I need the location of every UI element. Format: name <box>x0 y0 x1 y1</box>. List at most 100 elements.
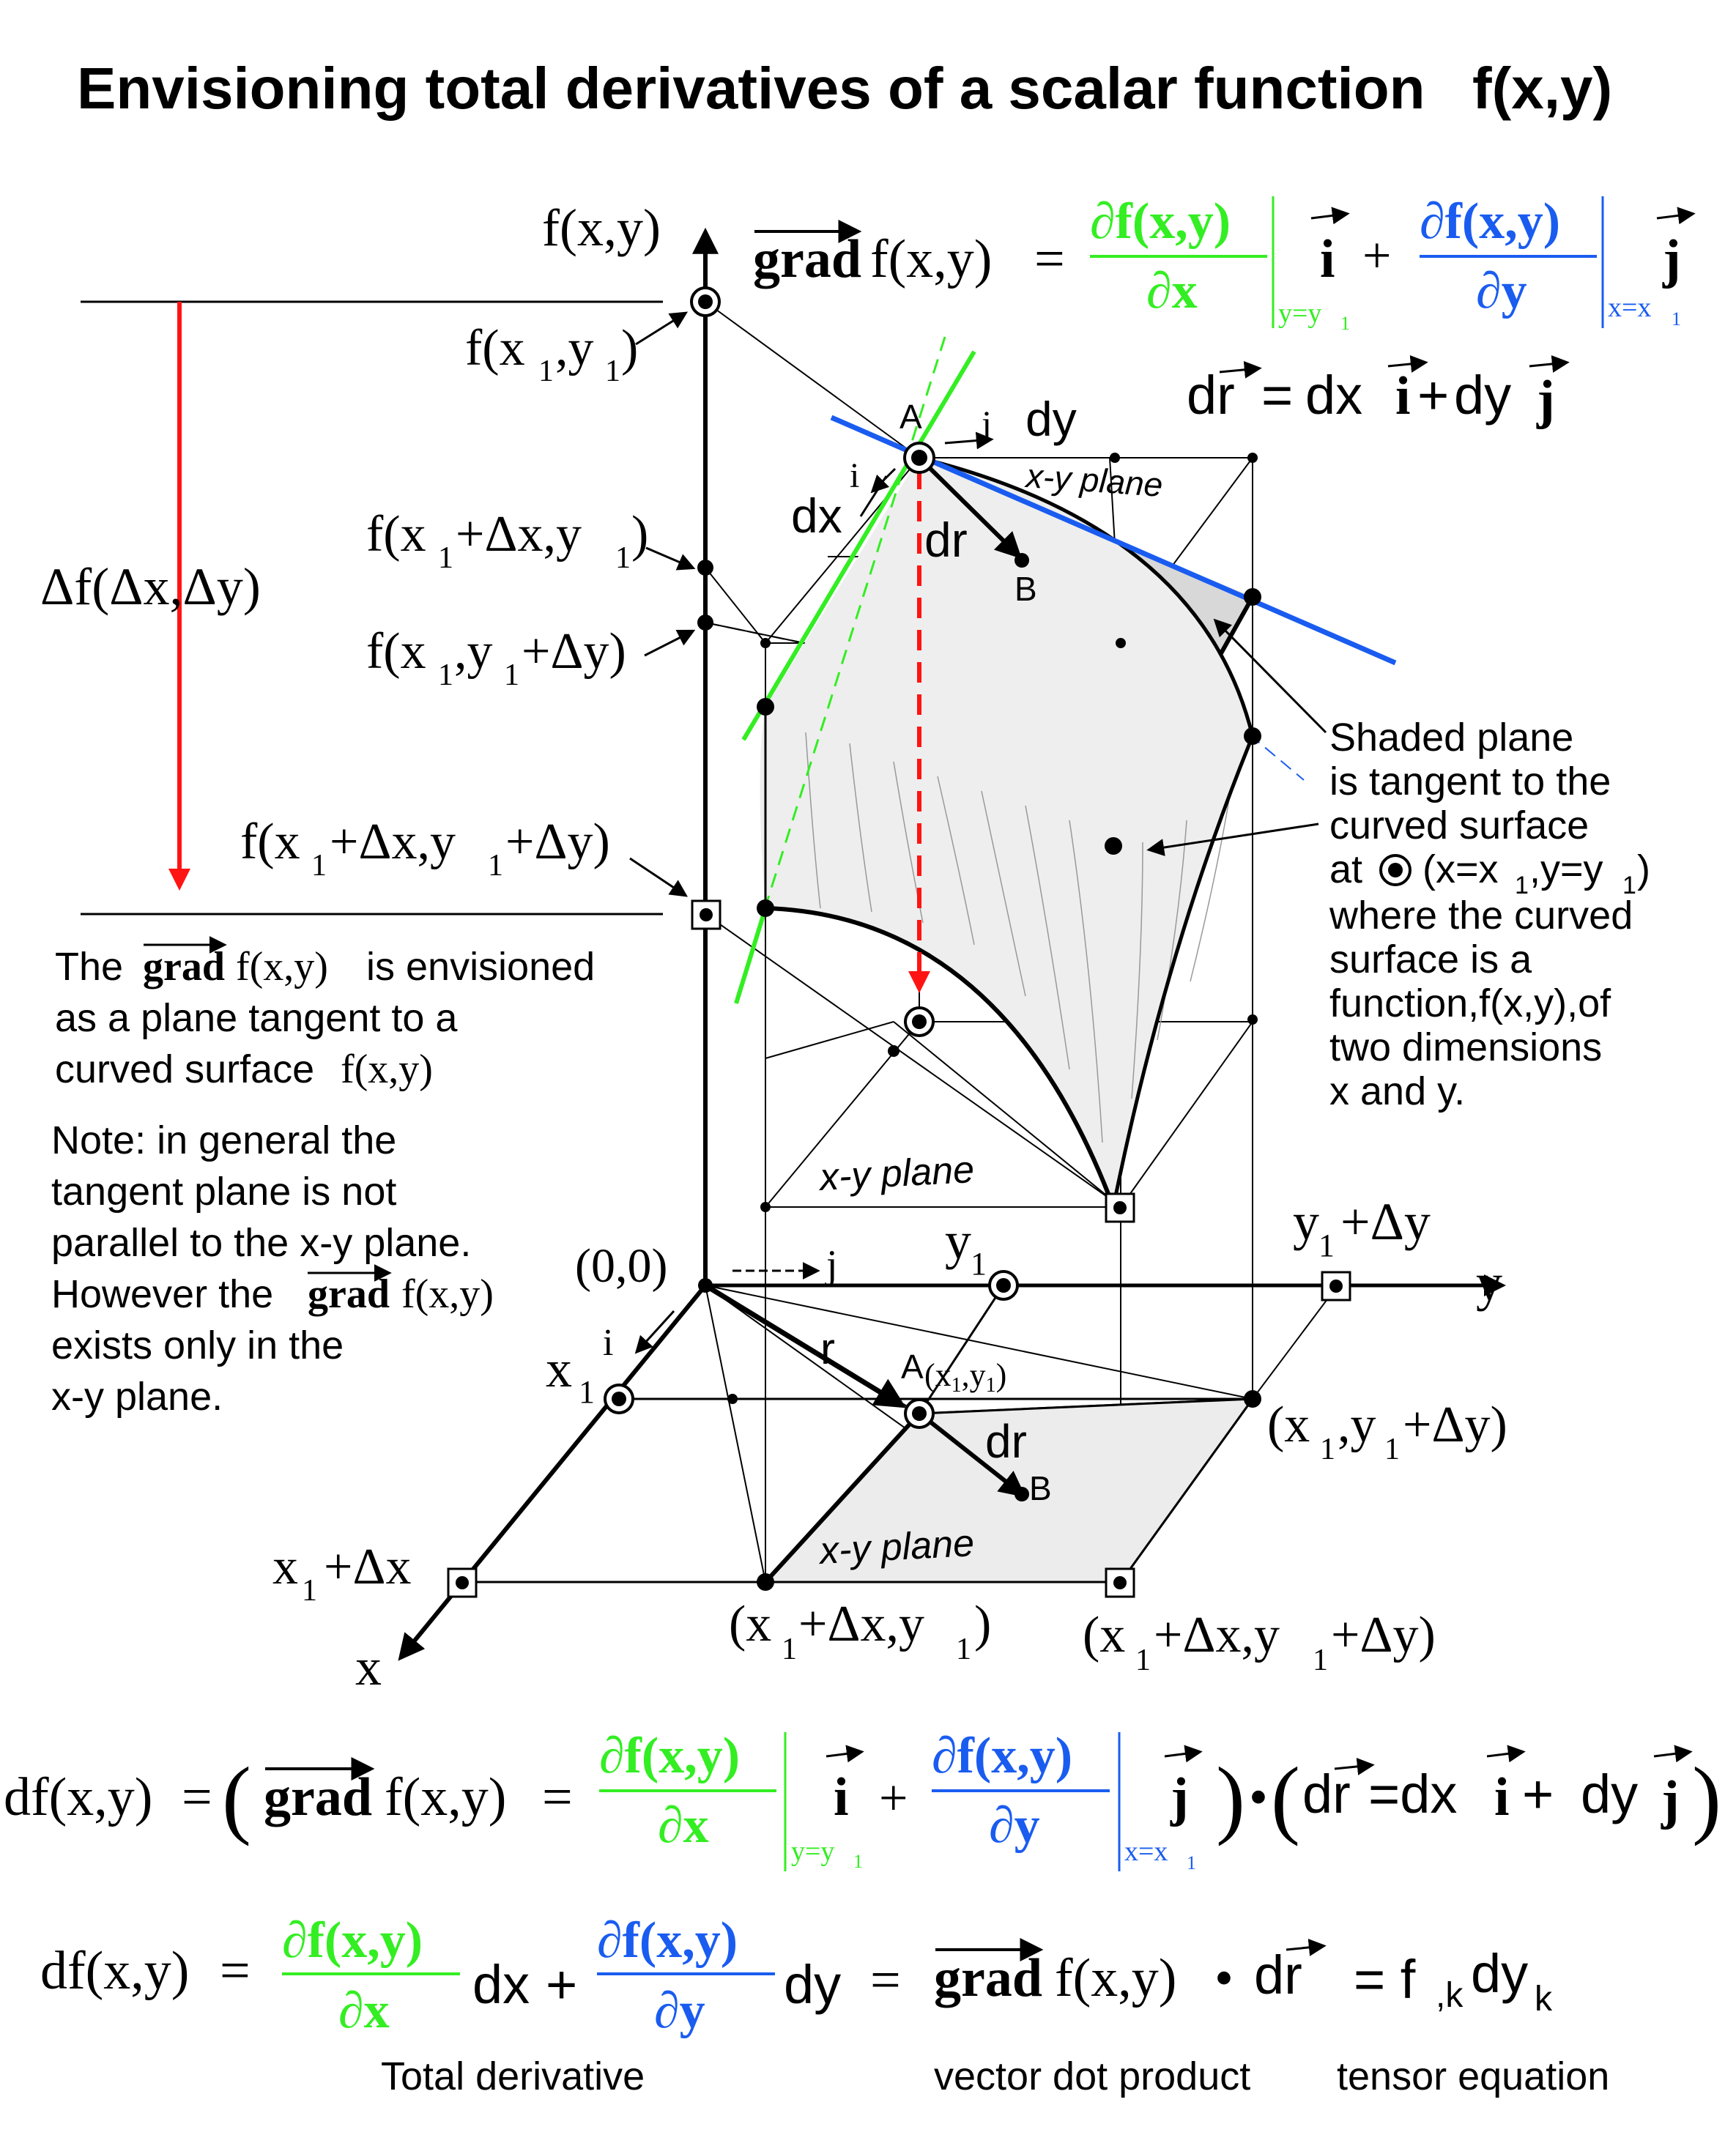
svg-text:+Δx,y: +Δx,y <box>456 506 582 562</box>
square-mid-front <box>1105 1192 1135 1223</box>
svg-text:1: 1 <box>302 1574 317 1608</box>
square-x1dx-y1dy <box>1105 1567 1135 1598</box>
svg-text:+Δy): +Δy) <box>522 623 626 680</box>
dot-grid-left <box>760 638 771 648</box>
grid-label-x1: x 1 <box>546 1340 595 1410</box>
dot-grid-far <box>1247 453 1258 463</box>
partial-x-denominator: ∂x <box>1146 263 1198 319</box>
x-axis-label: x <box>355 1638 382 1696</box>
circled-dot-a-top <box>903 442 935 474</box>
svg-text:is tangent to the: is tangent to the <box>1329 760 1611 803</box>
svg-text:f(x,y): f(x,y) <box>401 1271 494 1317</box>
svg-text:y: y <box>945 1211 971 1270</box>
svg-text:dx: dx <box>472 1954 530 2015</box>
dot-x1-y1dy <box>1244 1390 1261 1408</box>
svg-text:1: 1 <box>1135 1644 1151 1677</box>
j-vector: j <box>1662 229 1681 289</box>
svg-text:as a plane tangent to a: as a plane tangent to a <box>55 996 458 1040</box>
square-f-x1dx-y1dy <box>691 899 722 930</box>
svg-text:grad: grad <box>143 944 225 989</box>
j-arrow-top <box>944 431 994 450</box>
surface-hatching <box>805 732 1231 1143</box>
svg-text:1: 1 <box>488 849 503 883</box>
dot-grid-top-right <box>1110 453 1120 463</box>
r-vector-arrow <box>704 1283 907 1408</box>
partial-y-denominator: ∂y <box>1476 263 1527 319</box>
j-overarrow <box>1656 207 1696 225</box>
svg-text:+: + <box>879 1770 908 1827</box>
svg-text:exists only in the: exists only in the <box>51 1323 344 1367</box>
dot-mid-right <box>1247 1014 1258 1025</box>
svg-text:=: = <box>220 1941 251 2001</box>
green-tangent-lower <box>734 907 768 1004</box>
svg-text:x: x <box>272 1539 298 1595</box>
grid-label-x1dx: x 1 +Δx <box>272 1539 412 1608</box>
bottom-region-right-edge <box>1119 1398 1254 1583</box>
svg-text:j: j <box>1170 1767 1189 1827</box>
svg-text:x and y.: x and y. <box>1329 1069 1465 1113</box>
circled-dot-a-bottom <box>904 1398 935 1429</box>
dot-plane-left <box>757 698 774 716</box>
svg-text:1: 1 <box>579 1374 595 1410</box>
svg-text:1: 1 <box>605 354 620 388</box>
eval-x-sub: 1 <box>1672 308 1681 330</box>
dot-b-bottom <box>1014 1487 1029 1501</box>
svg-text:∂f(x,y): ∂f(x,y) <box>282 1912 423 1969</box>
note-pointer-plane <box>1213 618 1327 734</box>
dot-mid-left <box>888 1045 899 1057</box>
svg-text:): ) <box>974 1596 991 1652</box>
point-a-top-label: A <box>899 398 922 436</box>
bottom-region-back-edge <box>919 1397 1253 1415</box>
grid-label-y1: y 1 <box>945 1211 987 1282</box>
svg-text:f(x: f(x <box>240 814 300 870</box>
grad-eq-sign: = <box>1034 229 1065 289</box>
dr-eq-i-arrow <box>1387 354 1428 373</box>
svg-text:curved surface: curved surface <box>55 1047 314 1091</box>
note-circled-dot-icon <box>1379 854 1412 886</box>
dot-f-x1dx-y1 <box>697 560 713 576</box>
svg-text:dy: dy <box>784 1954 841 2015</box>
svg-text:f(x,y): f(x,y) <box>385 1767 506 1827</box>
grad-note: The grad f(x,y) is envisioned as a plane… <box>55 936 595 1092</box>
svg-text:x=x: x=x <box>1124 1836 1168 1867</box>
grad-equation: grad f(x,y) = ∂f(x,y) ∂x y=y 1 i + ∂f(x,… <box>753 193 1696 334</box>
svg-text:y=y: y=y <box>791 1836 834 1867</box>
y-axis-label: y <box>1476 1253 1502 1312</box>
point-b-top-label: B <box>1014 570 1037 608</box>
svg-text:=: = <box>182 1767 212 1827</box>
general-note: Note: in general the tangent plane is no… <box>51 1118 494 1419</box>
svg-text:j: j <box>1661 1770 1680 1830</box>
dr-eq-j-arrow <box>1529 354 1570 373</box>
svg-text:dr: dr <box>1254 1945 1302 2005</box>
i-arrow-bottom <box>634 1310 675 1354</box>
dr-eq-dy: dy <box>1454 365 1511 426</box>
svg-text:1: 1 <box>438 541 453 575</box>
svg-text:= f: = f <box>1354 1949 1416 2010</box>
svg-text:1: 1 <box>1187 1852 1196 1874</box>
dot-x1dx-y1 <box>757 1573 774 1591</box>
dr-eq-dr: dr <box>1187 365 1235 426</box>
svg-text:i: i <box>834 1767 849 1827</box>
eval-x-label: x=x <box>1608 292 1651 323</box>
svg-text:): ) <box>1216 1749 1245 1846</box>
svg-text:f(x: f(x <box>465 320 525 376</box>
f-x1-y1-label: f(x 1 ,y 1 ) <box>465 311 689 388</box>
title: Envisioning total derivatives of a scala… <box>77 56 1425 121</box>
svg-text:dr: dr <box>1302 1764 1351 1824</box>
circled-dot-x1 <box>604 1384 634 1414</box>
dr-eq-sign: = <box>1261 365 1293 426</box>
dot-mid-near <box>760 1202 771 1212</box>
svg-text:): ) <box>621 320 638 376</box>
i-label-bottom: i <box>603 1322 613 1364</box>
svg-text:grad: grad <box>308 1271 390 1317</box>
dr-label-bottom: dr <box>985 1415 1027 1468</box>
svg-text:Note: in general the: Note: in general the <box>51 1118 396 1162</box>
svg-text:However the: However the <box>51 1272 273 1316</box>
f-x1dx-y1dy-label: f(x 1 +Δx,y 1 +Δy) <box>240 814 688 897</box>
svg-text:dy: dy <box>1471 1943 1528 2004</box>
svg-text:=dx: =dx <box>1368 1764 1457 1824</box>
j-label-top: j <box>980 403 992 444</box>
svg-text:1: 1 <box>956 1633 971 1666</box>
svg-text:k: k <box>1535 1980 1553 2019</box>
